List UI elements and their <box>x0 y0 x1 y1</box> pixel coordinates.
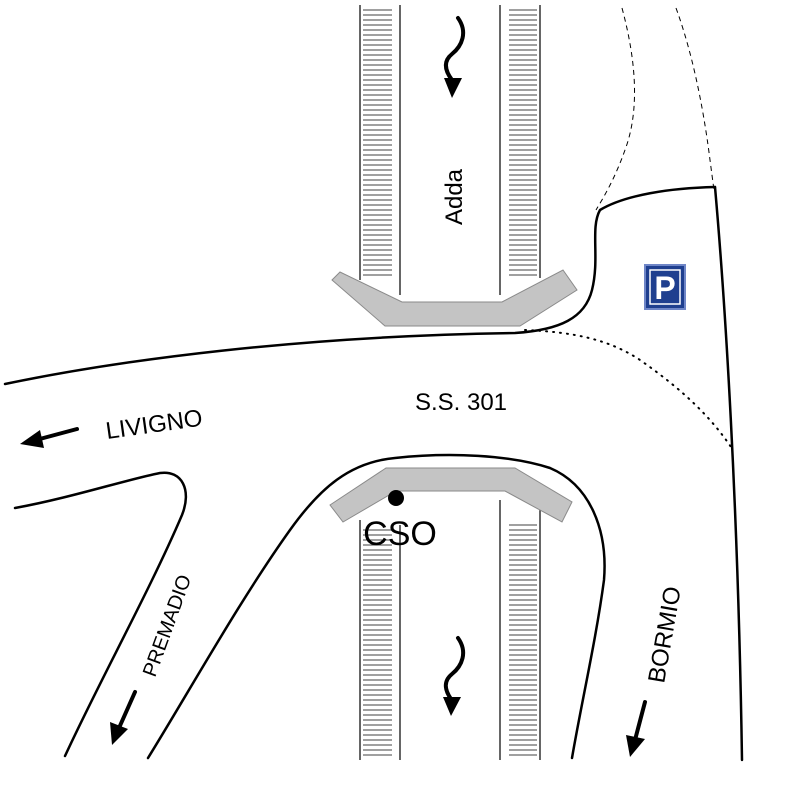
river-upper <box>359 5 541 295</box>
footpath <box>595 7 636 211</box>
river-lower <box>359 500 541 760</box>
bridge-upper <box>331 269 578 327</box>
direction-label-bormio: BORMIO <box>643 584 686 685</box>
direction-arrow-icon-livigno <box>20 427 79 448</box>
river-flow-arrow-icon <box>444 16 466 98</box>
river-label: Adda <box>441 168 468 225</box>
station-dot-icon <box>388 490 404 506</box>
footpath <box>675 7 715 191</box>
parking-symbol: P <box>654 270 675 306</box>
station-label: CSO <box>363 515 437 553</box>
direction-arrow-icon-bormio <box>626 700 647 757</box>
direction-label-livigno: LIVIGNO <box>104 405 204 445</box>
river-flow-arrow-icon <box>443 636 466 716</box>
bridge-lower <box>329 467 573 523</box>
road-network <box>3 185 744 762</box>
direction-arrow-icon-premadio <box>110 690 137 745</box>
parking-sign-icon[interactable]: P <box>644 264 686 310</box>
road-label: S.S. 301 <box>415 389 507 416</box>
dotted-path <box>524 329 734 451</box>
